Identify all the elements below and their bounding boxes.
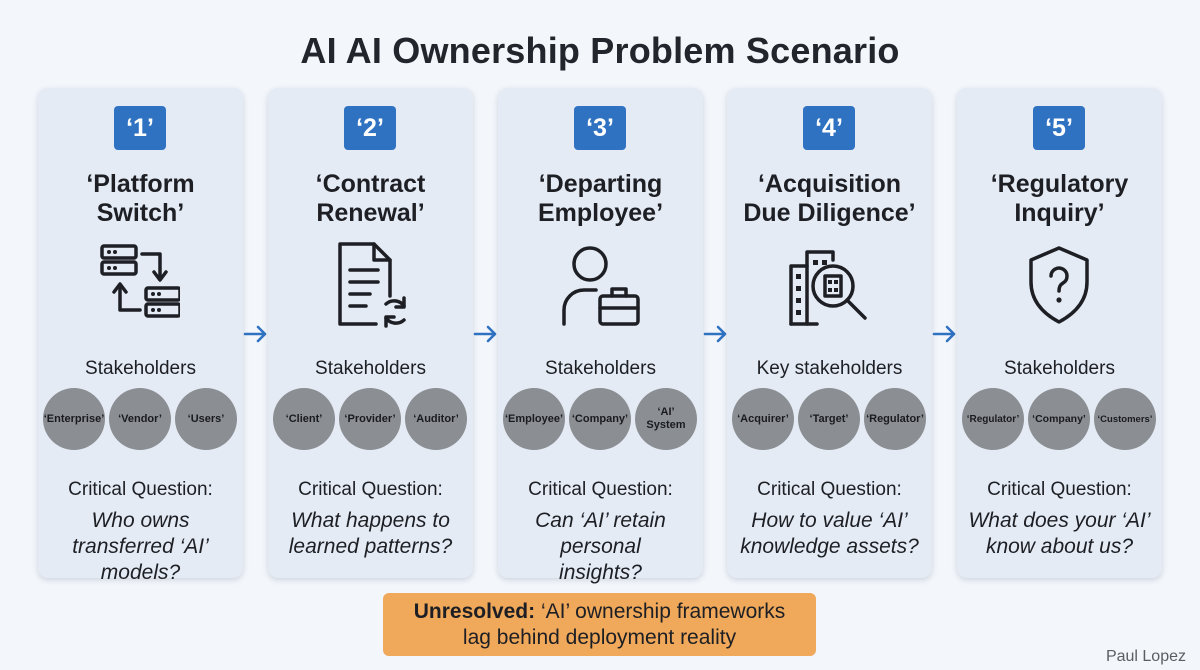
stakeholder-circle: ‘Enterprise’ xyxy=(43,388,105,450)
person-briefcase-icon xyxy=(562,246,640,326)
shield-question-icon xyxy=(1029,246,1089,324)
stakeholder-circle: ‘Provider’ xyxy=(339,388,401,450)
critical-question-label: Critical Question: xyxy=(987,479,1132,500)
stakeholder-circle: ‘Acquirer’ xyxy=(732,388,794,450)
critical-question-text: What does your ‘AI’ know about us? xyxy=(968,509,1151,558)
card-title-line1: ‘Acquisition xyxy=(757,170,902,198)
arrow-right-icon xyxy=(703,325,727,343)
arrow-right-icon xyxy=(473,325,497,343)
step-number-badge: ‘3’ xyxy=(574,106,626,150)
card-title-line2: Switch’ xyxy=(96,199,185,227)
stakeholder-group: ‘Enterprise’ ‘Vendor’ ‘Users’ xyxy=(42,388,239,452)
stakeholder-circle: ‘Client’ xyxy=(273,388,335,450)
critical-question-label: Critical Question: xyxy=(528,479,673,500)
card-title: ‘Regulatory Inquiry’ xyxy=(957,170,1162,228)
scenario-card-regulatory-inquiry: ‘5’ ‘Regulatory Inquiry’ Stakeholders ‘R… xyxy=(957,88,1162,578)
stakeholder-group: ‘Acquirer’ ‘Target’ ‘Regulator’ xyxy=(731,388,928,452)
arrow-right-icon xyxy=(243,325,267,343)
stakeholder-circle: ‘Company’ xyxy=(569,388,631,450)
critical-question-label: Critical Question: xyxy=(298,479,443,500)
stakeholders-label: Stakeholders xyxy=(545,358,656,379)
stakeholder-circle: ‘AI’ System xyxy=(635,388,697,450)
author-credit: Paul Lopez xyxy=(1105,648,1186,665)
stakeholder-group: ‘Client’ ‘Provider’ ‘Auditor’ xyxy=(272,388,469,452)
page-title: AI AI Ownership Problem Scenario xyxy=(300,30,900,71)
callout-bold-label: Unresolved: xyxy=(413,599,536,623)
card-title-line2: Renewal’ xyxy=(316,199,425,227)
card-title: ‘Departing Employee’ xyxy=(498,170,703,228)
critical-question-text: What happens to learned patterns? xyxy=(288,509,453,558)
scenario-card-platform-switch: ‘1’ ‘Platform Switch’ Stakeholders ‘Ente… xyxy=(38,88,243,584)
step-number-badge: ‘2’ xyxy=(344,106,396,150)
card-title: ‘Contract Renewal’ xyxy=(268,170,473,228)
card-title-line1: ‘Platform xyxy=(86,170,195,198)
card-title-line2: Inquiry’ xyxy=(1014,199,1105,227)
step-number-badge: ‘4’ xyxy=(803,106,855,150)
critical-question-label: Critical Question: xyxy=(757,479,902,500)
callout-line2: lag behind deployment reality xyxy=(462,625,737,649)
stakeholder-circle: ‘Employee’ xyxy=(503,388,565,450)
stakeholder-circle: ‘Customers’ xyxy=(1094,388,1156,450)
card-title-line2: Due Diligence’ xyxy=(743,199,916,227)
server-transfer-icon xyxy=(100,244,180,318)
critical-question-text: How to value ‘AI’ knowledge assets? xyxy=(740,509,919,558)
stakeholder-circle: ‘Users’ xyxy=(175,388,237,450)
stakeholder-circle: ‘Regulator’ xyxy=(864,388,926,450)
stakeholder-circle: ‘Regulator’ xyxy=(962,388,1024,450)
stakeholder-circle: ‘Company’ xyxy=(1028,388,1090,450)
stakeholders-label: Stakeholders xyxy=(1004,358,1115,379)
stakeholders-label: Stakeholders xyxy=(315,358,426,379)
stakeholders-label: Stakeholders xyxy=(85,358,196,379)
scenario-card-contract-renewal: ‘2’ ‘Contract Renewal’ Stakeholders ‘Cli… xyxy=(268,88,473,578)
document-refresh-icon xyxy=(338,242,406,328)
stakeholder-group: ‘Regulator’ ‘Company’ ‘Customers’ xyxy=(961,388,1158,452)
arrow-right-icon xyxy=(932,325,956,343)
card-title: ‘Platform Switch’ xyxy=(38,170,243,228)
critical-question-text: Can ‘AI’ retain personal insights? xyxy=(535,509,666,584)
card-title-line1: ‘Regulatory xyxy=(990,170,1129,198)
stakeholders-label: Key stakeholders xyxy=(756,358,903,379)
stakeholder-circle: ‘Vendor’ xyxy=(109,388,171,450)
stakeholder-circle: ‘Auditor’ xyxy=(405,388,467,450)
critical-question-label: Critical Question: xyxy=(68,479,213,500)
card-title: ‘Acquisition Due Diligence’ xyxy=(727,170,932,228)
step-number-badge: ‘1’ xyxy=(114,106,166,150)
critical-question-text: Who owns transferred ‘AI’ models? xyxy=(72,509,209,584)
card-title-line1: ‘Departing xyxy=(538,170,663,198)
unresolved-callout: Unresolved: ‘AI’ ownership frameworks la… xyxy=(383,593,816,656)
card-title-line1: ‘Contract xyxy=(315,170,426,198)
scenario-card-acquisition-due-diligence: ‘4’ ‘Acquisition Due Diligence’ Key stak… xyxy=(727,88,932,578)
stakeholder-circle: ‘Target’ xyxy=(798,388,860,450)
callout-line1-text: ‘AI’ ownership frameworks xyxy=(535,599,786,623)
scenario-card-departing-employee: ‘3’ ‘Departing Employee’ Stakeholders ‘E… xyxy=(498,88,703,584)
step-number-badge: ‘5’ xyxy=(1033,106,1085,150)
callout-line1: Unresolved: ‘AI’ ownership frameworks xyxy=(414,599,786,625)
card-title-line2: Employee’ xyxy=(537,199,664,227)
building-magnifier-icon xyxy=(789,250,867,326)
stakeholder-group: ‘Employee’ ‘Company’ ‘AI’ System xyxy=(502,388,699,452)
